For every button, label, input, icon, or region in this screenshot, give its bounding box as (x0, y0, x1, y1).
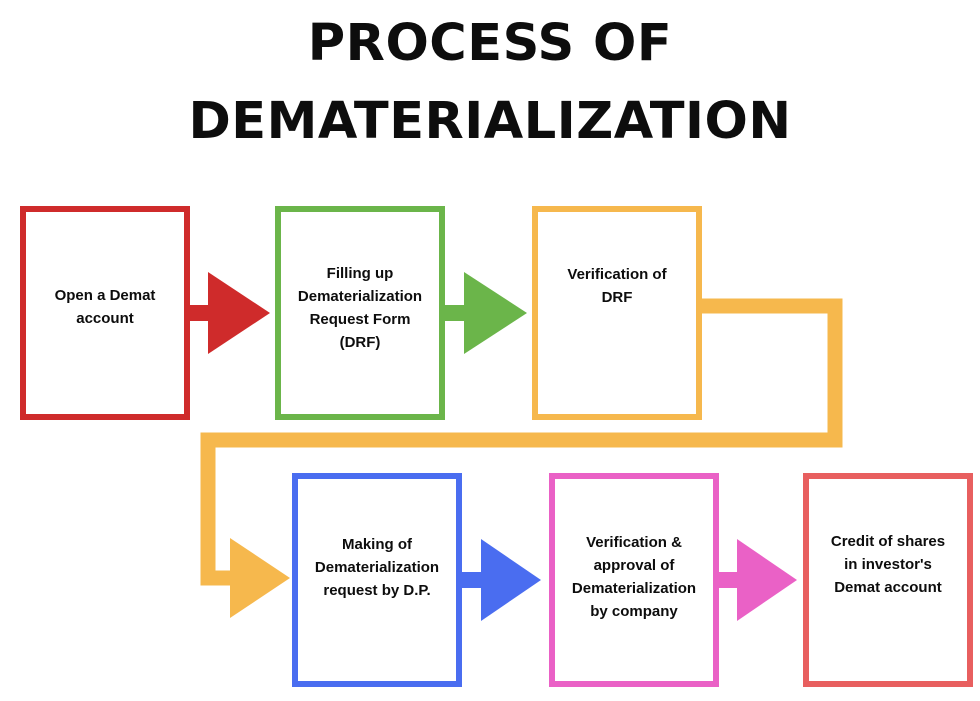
arrow-step3-to-step4 (200, 298, 843, 618)
step-label: Verification & approval of Dematerializa… (571, 534, 697, 620)
step-label: Open a Demat account (54, 287, 156, 327)
arrow-shaft (719, 572, 741, 588)
step-label: Verification of DRF (567, 266, 667, 306)
step-box-filling-drf: Filling up Dematerialization Request For… (275, 206, 445, 420)
arrow-shaft (462, 572, 486, 588)
arrow-shaft (190, 305, 212, 321)
step-box-dematerialization-request: Making of Dematerialization request by D… (292, 473, 462, 687)
step-box-open-demat-account: Open a Demat account (20, 206, 190, 420)
arrow-connector-line (200, 298, 843, 586)
arrow-head (737, 539, 797, 621)
step-label: Making of Dematerialization request by D… (314, 535, 440, 599)
step-box-credit-of-shares: Credit of shares in investor's Demat acc… (803, 473, 973, 687)
arrow-shaft (445, 305, 467, 321)
diagram-title-line-1: PROCESS OF (307, 14, 673, 73)
step-label: Filling up Dematerialization Request For… (297, 265, 423, 351)
arrow-step4-to-step5 (462, 539, 541, 621)
arrow-step1-to-step2 (190, 272, 270, 354)
step-box-verification-of-drf: Verification of DRF (532, 206, 702, 420)
arrow-head (464, 272, 527, 354)
step-box-verification-approval: Verification & approval of Dematerializa… (549, 473, 719, 687)
arrow-head (208, 272, 270, 354)
diagram-title-line-2: DEMATERIALIZATION (188, 92, 792, 151)
arrow-head (481, 539, 541, 621)
arrow-step5-to-step6 (719, 539, 797, 621)
arrow-head (230, 538, 290, 618)
arrow-step2-to-step3 (445, 272, 527, 354)
step-label: Credit of shares in investor's Demat acc… (830, 532, 946, 596)
